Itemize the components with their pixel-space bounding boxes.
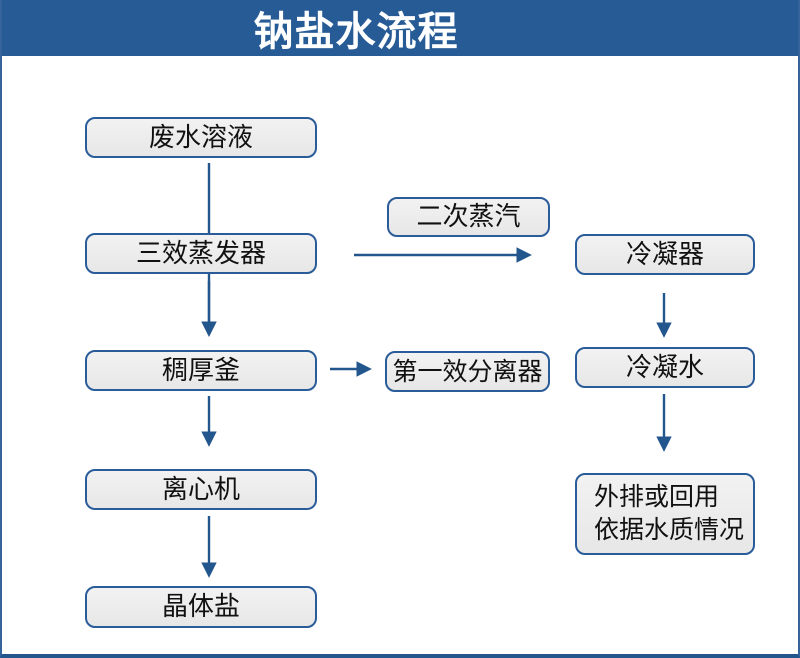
node-centrifuge-label: 离心机 [161,473,240,504]
node-condensate-water: 冷凝水 [575,347,755,388]
node-discharge-or-reuse-label-line1: 外排或回用 [594,483,720,511]
node-first-effect-separator-label: 第一效分离器 [392,357,543,386]
node-waste-water: 废水溶液 [85,117,317,158]
node-secondary-steam-label: 二次蒸汽 [416,201,521,232]
node-triple-effect-evaporator-label: 三效蒸发器 [135,237,266,268]
node-triple-effect-evaporator: 三效蒸发器 [85,233,317,274]
node-discharge-or-reuse-label-line2: 依据水质情况 [594,516,745,544]
node-secondary-steam: 二次蒸汽 [387,197,550,237]
node-condensate-water-label: 冷凝水 [625,351,704,382]
node-condenser-label: 冷凝器 [625,238,704,269]
node-thickening-kettle: 稠厚釜 [85,350,317,391]
node-first-effect-separator: 第一效分离器 [385,351,550,392]
node-waste-water-label: 废水溶液 [148,121,253,152]
node-thickening-kettle-label: 稠厚釜 [161,354,240,385]
node-centrifuge: 离心机 [85,469,317,510]
node-discharge-or-reuse: 外排或回用 依据水质情况 [575,473,755,555]
node-crystal-salt-label: 晶体盐 [161,591,240,622]
node-crystal-salt: 晶体盐 [85,586,317,628]
page-title: 钠盐水流程 [253,10,459,54]
node-condenser: 冷凝器 [575,234,755,275]
title-banner: 钠盐水流程 [2,0,798,56]
